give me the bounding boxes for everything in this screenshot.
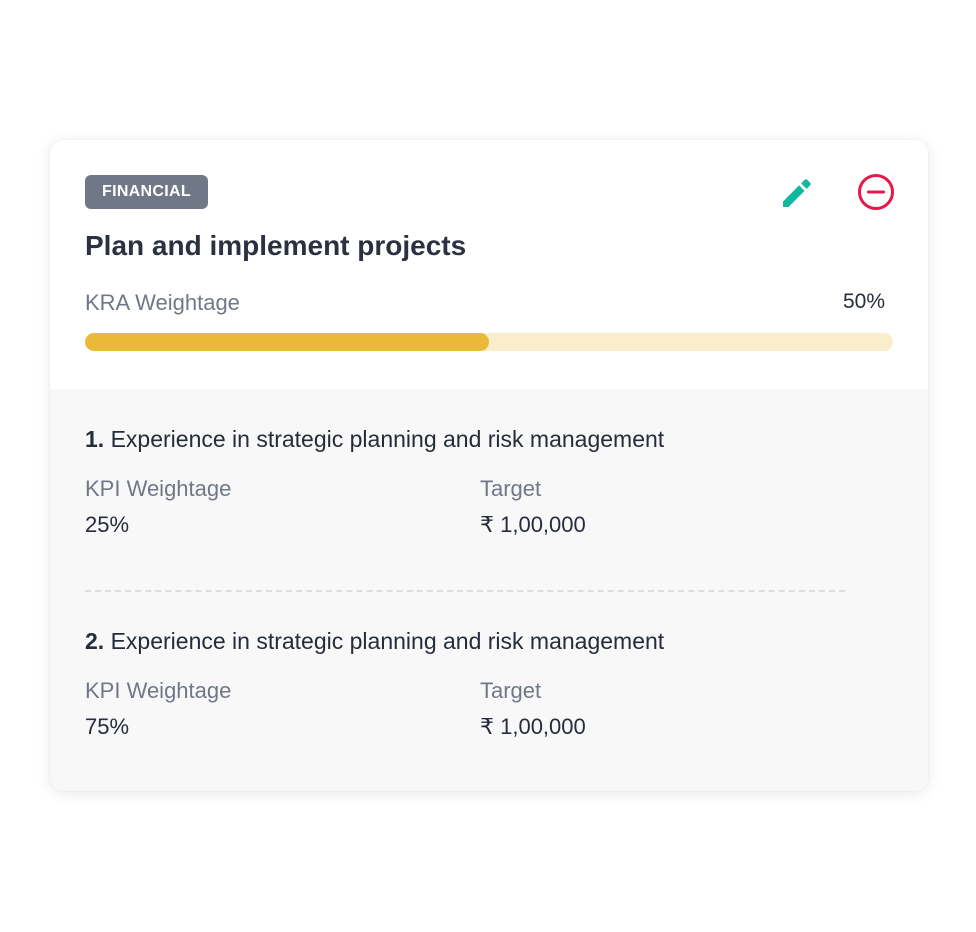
kpi-title: 2. Experience in strategic planning and … [85,626,885,656]
kpi-list: 1. Experience in strategic planning and … [50,389,928,791]
kpi-target-label: Target [480,476,542,501]
kpi-weightage-value: 75% [85,714,130,739]
kpi-weightage-value: 25% [85,512,130,537]
kpi-target-label: Target [480,678,542,703]
kra-weightage-value: 50% [842,290,885,313]
kpi-target-value: ₹ 1,00,000 [480,512,586,537]
kpi-title: 1. Experience in strategic planning and … [85,424,885,454]
kra-weightage-label: KRA Weightage [85,290,240,315]
kpi-title-text: Experience in strategic planning and ris… [110,426,665,452]
kpi-target-value: ₹ 1,00,000 [480,714,586,739]
kpi-item: 1. Experience in strategic planning and … [85,424,885,544]
kra-weightage-progress-fill [85,333,489,351]
remove-button[interactable] [856,172,896,212]
category-badge: FINANCIAL [85,175,208,209]
edit-button[interactable] [777,172,817,212]
kpi-item: 2. Experience in strategic planning and … [85,626,885,746]
kpi-title-text: Experience in strategic planning and ris… [110,628,665,654]
kpi-number: 1. [85,426,105,452]
kpi-divider [85,590,845,592]
kra-weightage-progress [85,333,893,351]
minus-circle-icon [858,174,894,210]
kra-card: FINANCIAL Plan and implement projects KR… [50,140,928,791]
kpi-weightage-label: KPI Weightage [85,476,232,501]
kpi-number: 2. [85,628,105,654]
pencil-icon [783,179,811,207]
kra-card-header: FINANCIAL Plan and implement projects KR… [50,140,928,389]
kpi-weightage-label: KPI Weightage [85,678,232,703]
kra-title: Plan and implement projects [85,230,467,261]
